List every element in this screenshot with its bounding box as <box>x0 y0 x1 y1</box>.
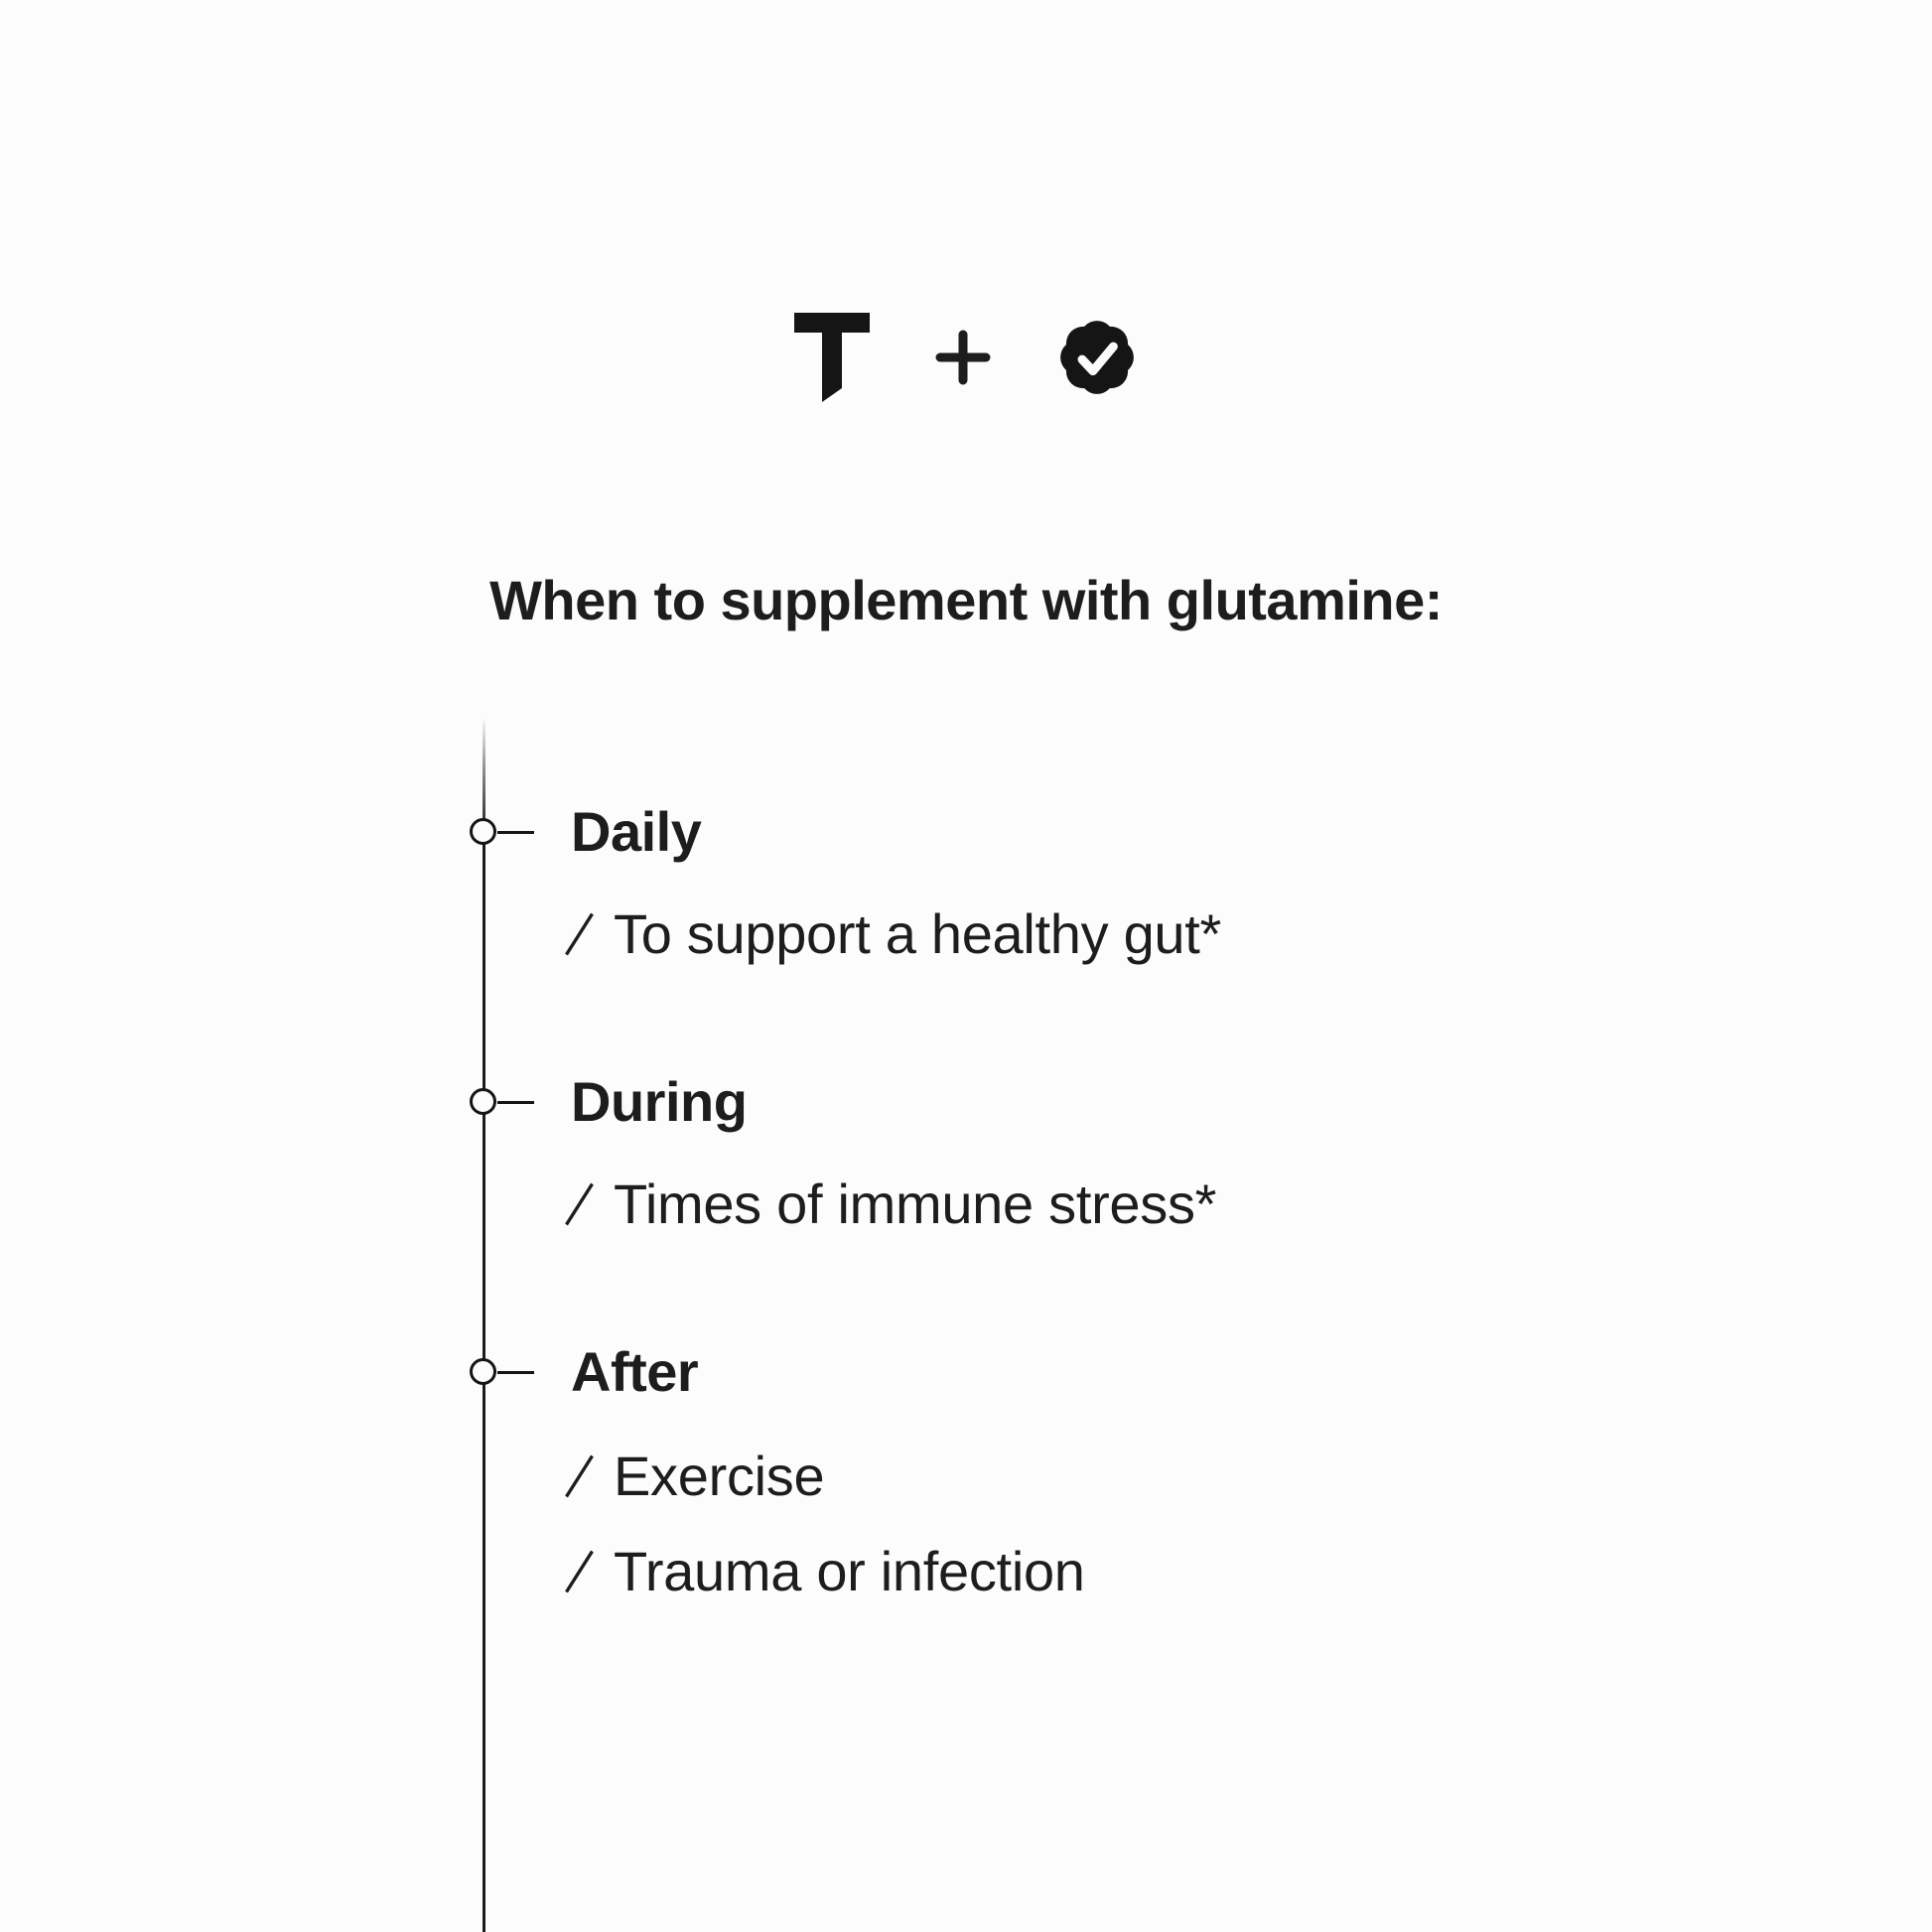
timeline-node-tick <box>497 1100 534 1104</box>
timeline-node-daily <box>470 818 496 845</box>
timeline-node-during <box>470 1088 496 1115</box>
slash-bullet-icon <box>565 1550 594 1593</box>
bullet-text: Trauma or infection <box>614 1540 1085 1602</box>
brand-row <box>794 313 1138 402</box>
timeline-node-tick <box>497 1370 534 1374</box>
bullet-row: Times of immune stress* <box>564 1173 1216 1236</box>
bullet-text: To support a healthy gut* <box>614 902 1222 965</box>
bullet-row: Trauma or infection <box>564 1540 1085 1603</box>
slash-bullet-icon <box>565 1182 594 1226</box>
bullet-row: Exercise <box>564 1445 825 1508</box>
bullet-text: Exercise <box>614 1445 825 1507</box>
section-label-after: After <box>571 1340 699 1403</box>
timeline-node-tick <box>497 830 534 834</box>
slash-bullet-icon <box>565 1454 594 1498</box>
bullet-text: Times of immune stress* <box>614 1173 1217 1235</box>
page-title: When to supplement with glutamine: <box>489 569 1443 631</box>
t-logo-icon <box>794 313 870 402</box>
plus-icon <box>935 330 991 385</box>
timeline-node-after <box>470 1358 496 1385</box>
verified-badge-icon <box>1060 321 1134 394</box>
bullet-row: To support a healthy gut* <box>564 902 1221 966</box>
slash-bullet-icon <box>565 912 594 956</box>
timeline-line <box>483 717 485 1932</box>
section-label-during: During <box>571 1070 748 1133</box>
section-label-daily: Daily <box>571 800 702 863</box>
